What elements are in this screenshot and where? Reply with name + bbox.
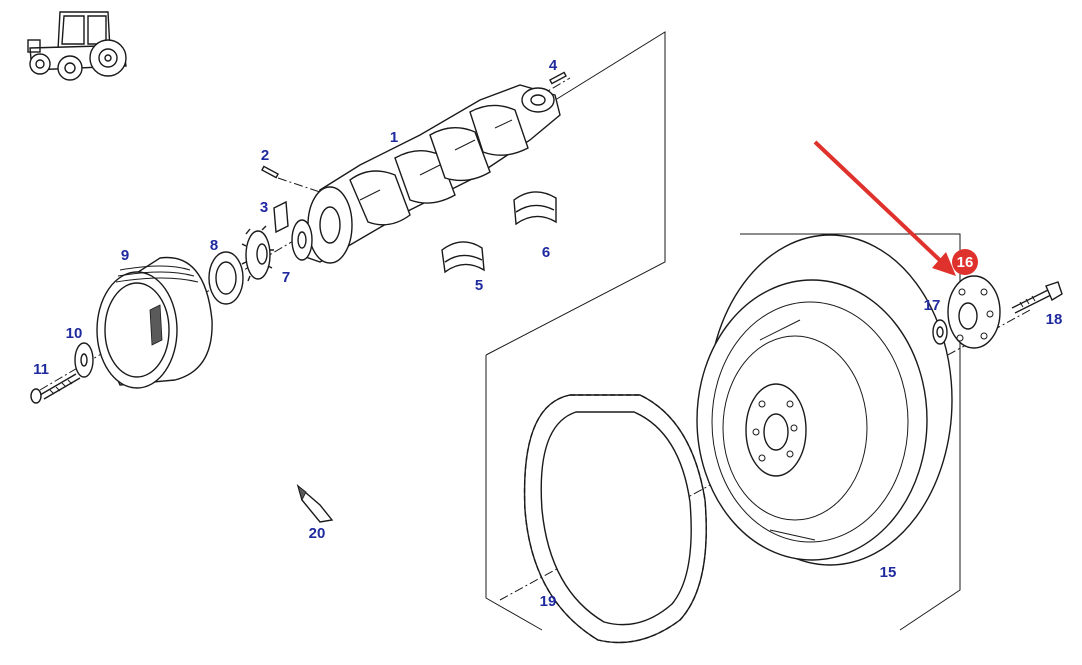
- callout-4: 4: [549, 57, 558, 74]
- callout-11: 11: [33, 361, 49, 378]
- timing-gear-7: [241, 219, 313, 282]
- damper-pulley-9: [96, 256, 213, 389]
- bearing-shell-5: [441, 241, 485, 274]
- callout-20: 20: [309, 525, 326, 542]
- sealant-tube-20: [296, 483, 334, 523]
- washer-10: [74, 342, 94, 378]
- pin-2-leader: [277, 177, 321, 193]
- highlight-badge-label: 16: [957, 254, 974, 271]
- callout-9: 9: [121, 247, 129, 264]
- pin-2: [261, 165, 279, 179]
- bearing-shell-6: [513, 191, 557, 226]
- callout-10: 10: [66, 325, 83, 342]
- callout-17: 17: [924, 297, 941, 314]
- callout-6: 6: [542, 244, 550, 261]
- washer-17: [932, 319, 948, 345]
- dowel-pin-4: [549, 71, 567, 85]
- crankshaft: [299, 84, 561, 264]
- assembly-frame-upper: [485, 31, 666, 356]
- assembly-frame-lower: [485, 233, 961, 631]
- callout-18: 18: [1046, 311, 1063, 328]
- callout-8: 8: [210, 237, 218, 254]
- callout-1: 1: [390, 129, 398, 146]
- flange-16: [947, 275, 1001, 349]
- ring-gear-19: [523, 394, 707, 644]
- key-3: [273, 200, 289, 234]
- callout-15: 15: [880, 564, 897, 581]
- red-arrow-icon: [813, 140, 956, 276]
- callout-2: 2: [261, 147, 269, 164]
- callout-3: 3: [260, 199, 268, 216]
- highlight-badge-16: 16: [952, 249, 978, 275]
- bolt-11: [30, 373, 81, 404]
- flywheel-15: [696, 234, 953, 566]
- callout-labels: 1 2 3 4 5 6 7 8 9 10 11 15 17 18 19 20: [33, 57, 1062, 610]
- seal-ring-8: [208, 251, 244, 305]
- callout-19: 19: [540, 593, 557, 610]
- bolt-18: [1011, 281, 1063, 314]
- tractor-icon: [27, 11, 127, 81]
- callout-5: 5: [475, 277, 483, 294]
- callout-7: 7: [282, 269, 290, 286]
